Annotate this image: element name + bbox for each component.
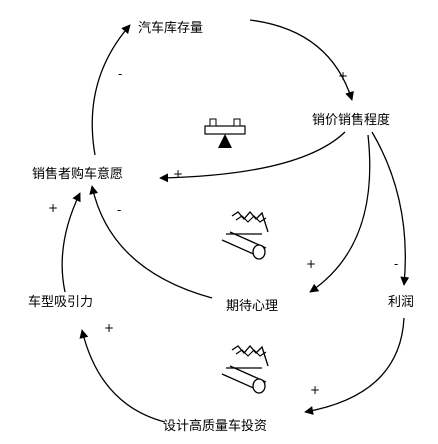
polarity-discount-to-expectation: + bbox=[306, 257, 316, 271]
node-willingness: 销售者购车意愿 bbox=[32, 166, 123, 182]
polarity-discount-to-profit: - bbox=[394, 257, 398, 271]
edge-expectation-to-willingness bbox=[89, 185, 213, 299]
edge-appeal-to-willingness bbox=[61, 192, 81, 293]
edge-discount-to-willingness bbox=[159, 131, 346, 183]
node-appeal: 车型吸引力 bbox=[28, 294, 93, 310]
delay-pipe-icon bbox=[221, 211, 269, 260]
edge-inventory-to-discount bbox=[249, 19, 354, 101]
node-inventory: 汽车库存量 bbox=[138, 20, 203, 36]
polarity-investment-to-appeal: + bbox=[104, 321, 114, 335]
edge-discount-to-profit bbox=[371, 131, 410, 286]
edge-profit-to-investment bbox=[304, 317, 405, 415]
node-profit: 利润 bbox=[388, 295, 414, 310]
edge-discount-to-expectation bbox=[309, 134, 371, 293]
balance-scale-icon bbox=[204, 118, 246, 148]
polarity-discount-to-willingness: + bbox=[173, 167, 183, 181]
polarity-inventory-to-willingness: - bbox=[118, 67, 122, 81]
polarity-willingness-from-expectation: - bbox=[117, 203, 121, 217]
node-expectation: 期待心理 bbox=[226, 299, 278, 314]
edge-investment-to-appeal bbox=[79, 329, 166, 423]
delay-pipe-icon bbox=[221, 345, 269, 394]
edge-willingness-to-inventory bbox=[91, 24, 131, 156]
node-investment: 设计高质量车投资 bbox=[163, 418, 267, 434]
polarity-inventory-to-discount: + bbox=[338, 69, 348, 83]
polarity-profit-to-investment: + bbox=[310, 383, 320, 397]
node-discount: 销价销售程度 bbox=[312, 112, 390, 128]
polarity-appeal-to-willingness: + bbox=[48, 201, 58, 215]
